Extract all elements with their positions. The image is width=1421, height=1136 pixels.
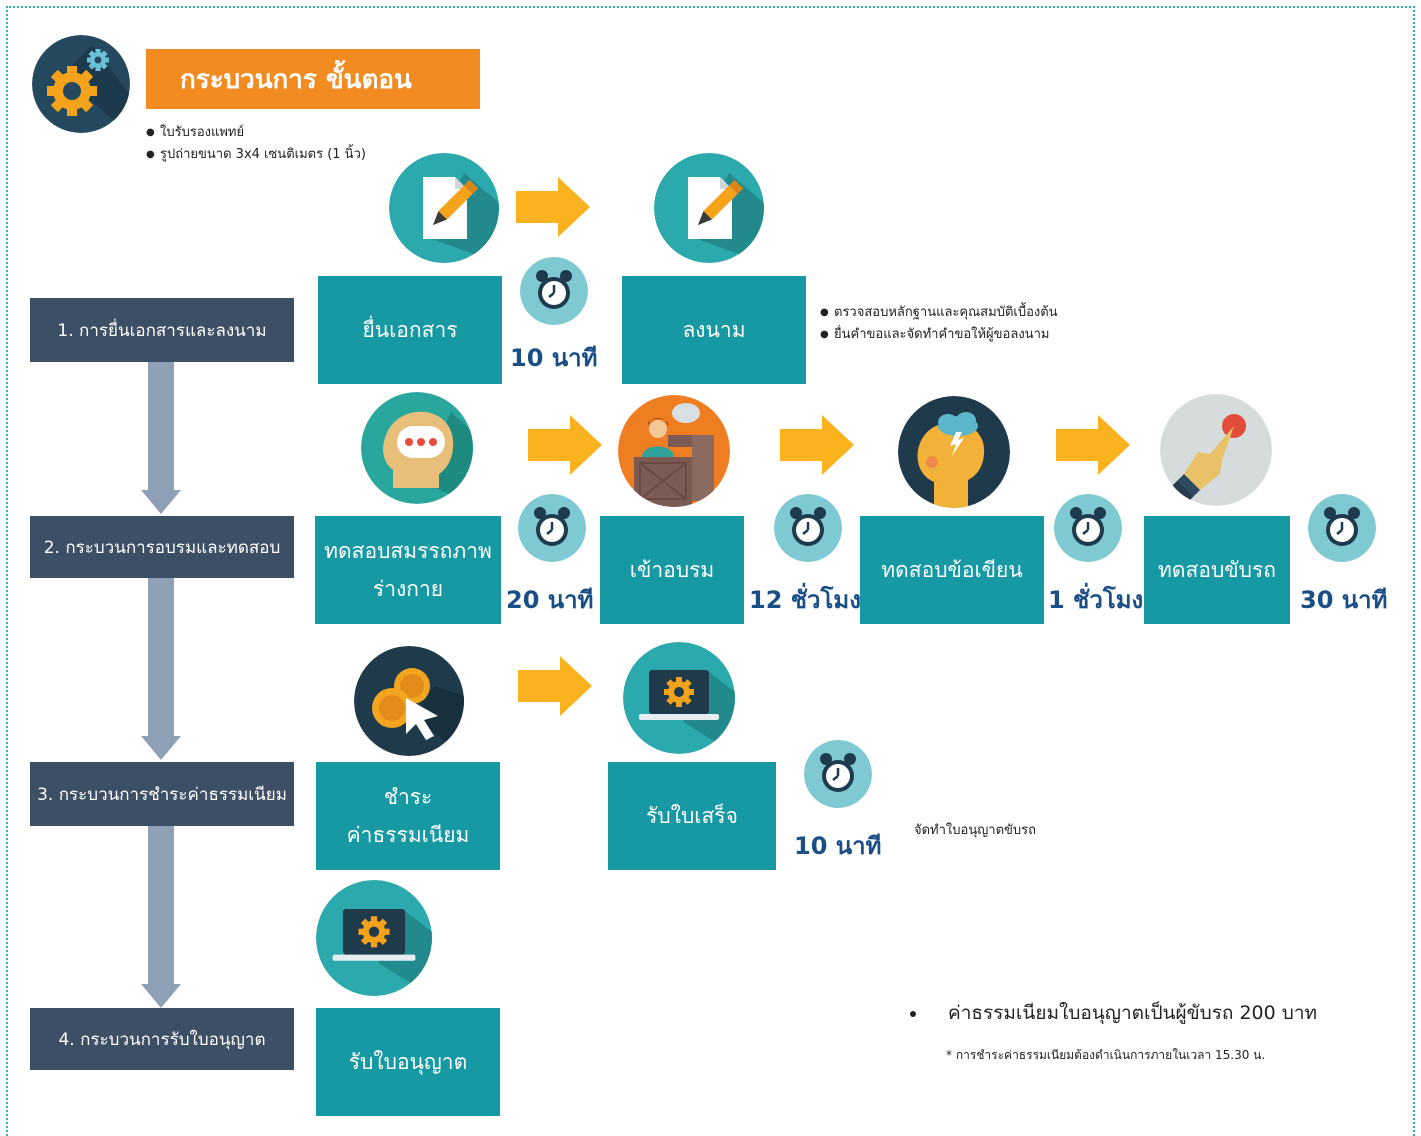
duration-label: 30 นาที	[1300, 586, 1388, 614]
note-item: ยื่นคำขอและจัดทำคำขอให้ผู้ขอลงนาม	[820, 324, 1058, 346]
step-pay-fee: ชำระ ค่าธรรมเนียม	[316, 762, 500, 870]
stage-connector	[148, 578, 174, 738]
duration-label: 20 นาที	[506, 586, 594, 614]
fee-note: * การชำระค่าธรรมเนียมต้องดำเนินการภายในเ…	[946, 1048, 1266, 1062]
duration-label: 10 นาที	[510, 344, 598, 372]
stage-4-label: 4. กระบวนการรับใบอนุญาต	[30, 1008, 294, 1070]
step-training: เข้าอบรม	[600, 516, 744, 624]
step-written-test: ทดสอบข้อเขียน	[860, 516, 1044, 624]
step-driving-test: ทดสอบขับรถ	[1144, 516, 1290, 624]
prerequisite-list: ใบรับรองแพทย์ รูปถ่ายขนาด 3x4 เซนติเมตร …	[146, 122, 366, 166]
right-arrow-icon	[780, 415, 854, 475]
alarm-clock-icon	[804, 740, 872, 808]
fee-text: ค่าธรรมเนียมใบอนุญาตเป็นผู้ขับรถ 200 บาท	[928, 998, 1317, 1028]
note-item: ตรวจสอบหลักฐานและคุณสมบัติเบื้องต้น	[820, 302, 1058, 324]
duration-label: 10 นาที	[794, 832, 882, 860]
right-arrow-icon	[528, 415, 602, 475]
page-title: กระบวนการ ขั้นตอน	[146, 49, 480, 109]
laptop-gear-icon	[316, 880, 432, 996]
stage-connector	[148, 362, 174, 492]
down-arrow-icon	[141, 490, 181, 514]
step-physical-test: ทดสอบสมรรถภาพ ร่างกาย	[315, 516, 501, 624]
right-arrow-icon	[516, 177, 590, 237]
step-receive-license: รับใบอนุญาต	[316, 1008, 500, 1116]
duration-label: 1 ชั่วโมง	[1048, 586, 1144, 614]
sign-notes: ตรวจสอบหลักฐานและคุณสมบัติเบื้องต้น ยื่น…	[820, 302, 1058, 346]
stage-connector	[148, 826, 174, 986]
alarm-clock-icon	[1308, 494, 1376, 562]
head-idea-cloud-icon	[898, 396, 1010, 508]
stage-2-label: 2. กระบวนการอบรมและทดสอบ	[30, 516, 294, 578]
prerequisite-item: รูปถ่ายขนาด 3x4 เซนติเมตร (1 นิ้ว)	[146, 144, 366, 166]
lecturer-podium-icon	[618, 395, 730, 507]
alarm-clock-icon	[518, 494, 586, 562]
fee-info: ค่าธรรมเนียมใบอนุญาตเป็นผู้ขับรถ 200 บาท	[928, 998, 1317, 1028]
alarm-clock-icon	[1054, 494, 1122, 562]
right-arrow-icon	[1056, 415, 1130, 475]
dotted-frame	[6, 6, 1415, 1136]
step-submit-documents: ยื่นเอกสาร	[318, 276, 502, 384]
step-sign: ลงนาม	[622, 276, 806, 384]
stage-1-label: 1. การยื่นเอกสารและลงนาม	[30, 298, 294, 362]
prerequisite-item: ใบรับรองแพทย์	[146, 122, 366, 144]
down-arrow-icon	[141, 736, 181, 760]
down-arrow-icon	[141, 984, 181, 1008]
coins-cursor-icon	[354, 646, 464, 756]
hand-press-button-icon	[1160, 394, 1272, 506]
laptop-gear-icon	[623, 642, 735, 754]
duration-label: 12 ชั่วโมง	[749, 586, 861, 614]
document-pen-icon	[654, 153, 764, 263]
stage-3-label: 3. กระบวนการชำระค่าธรรมเนียม	[30, 762, 294, 826]
document-pen-icon	[389, 153, 499, 263]
head-thinking-icon	[361, 392, 473, 504]
alarm-clock-icon	[774, 494, 842, 562]
gears-icon	[32, 35, 130, 133]
receipt-note: จัดทำใบอนุญาตขับรถ	[914, 823, 1037, 838]
alarm-clock-icon	[520, 257, 588, 325]
right-arrow-icon	[518, 656, 592, 716]
step-receipt: รับใบเสร็จ	[608, 762, 776, 870]
